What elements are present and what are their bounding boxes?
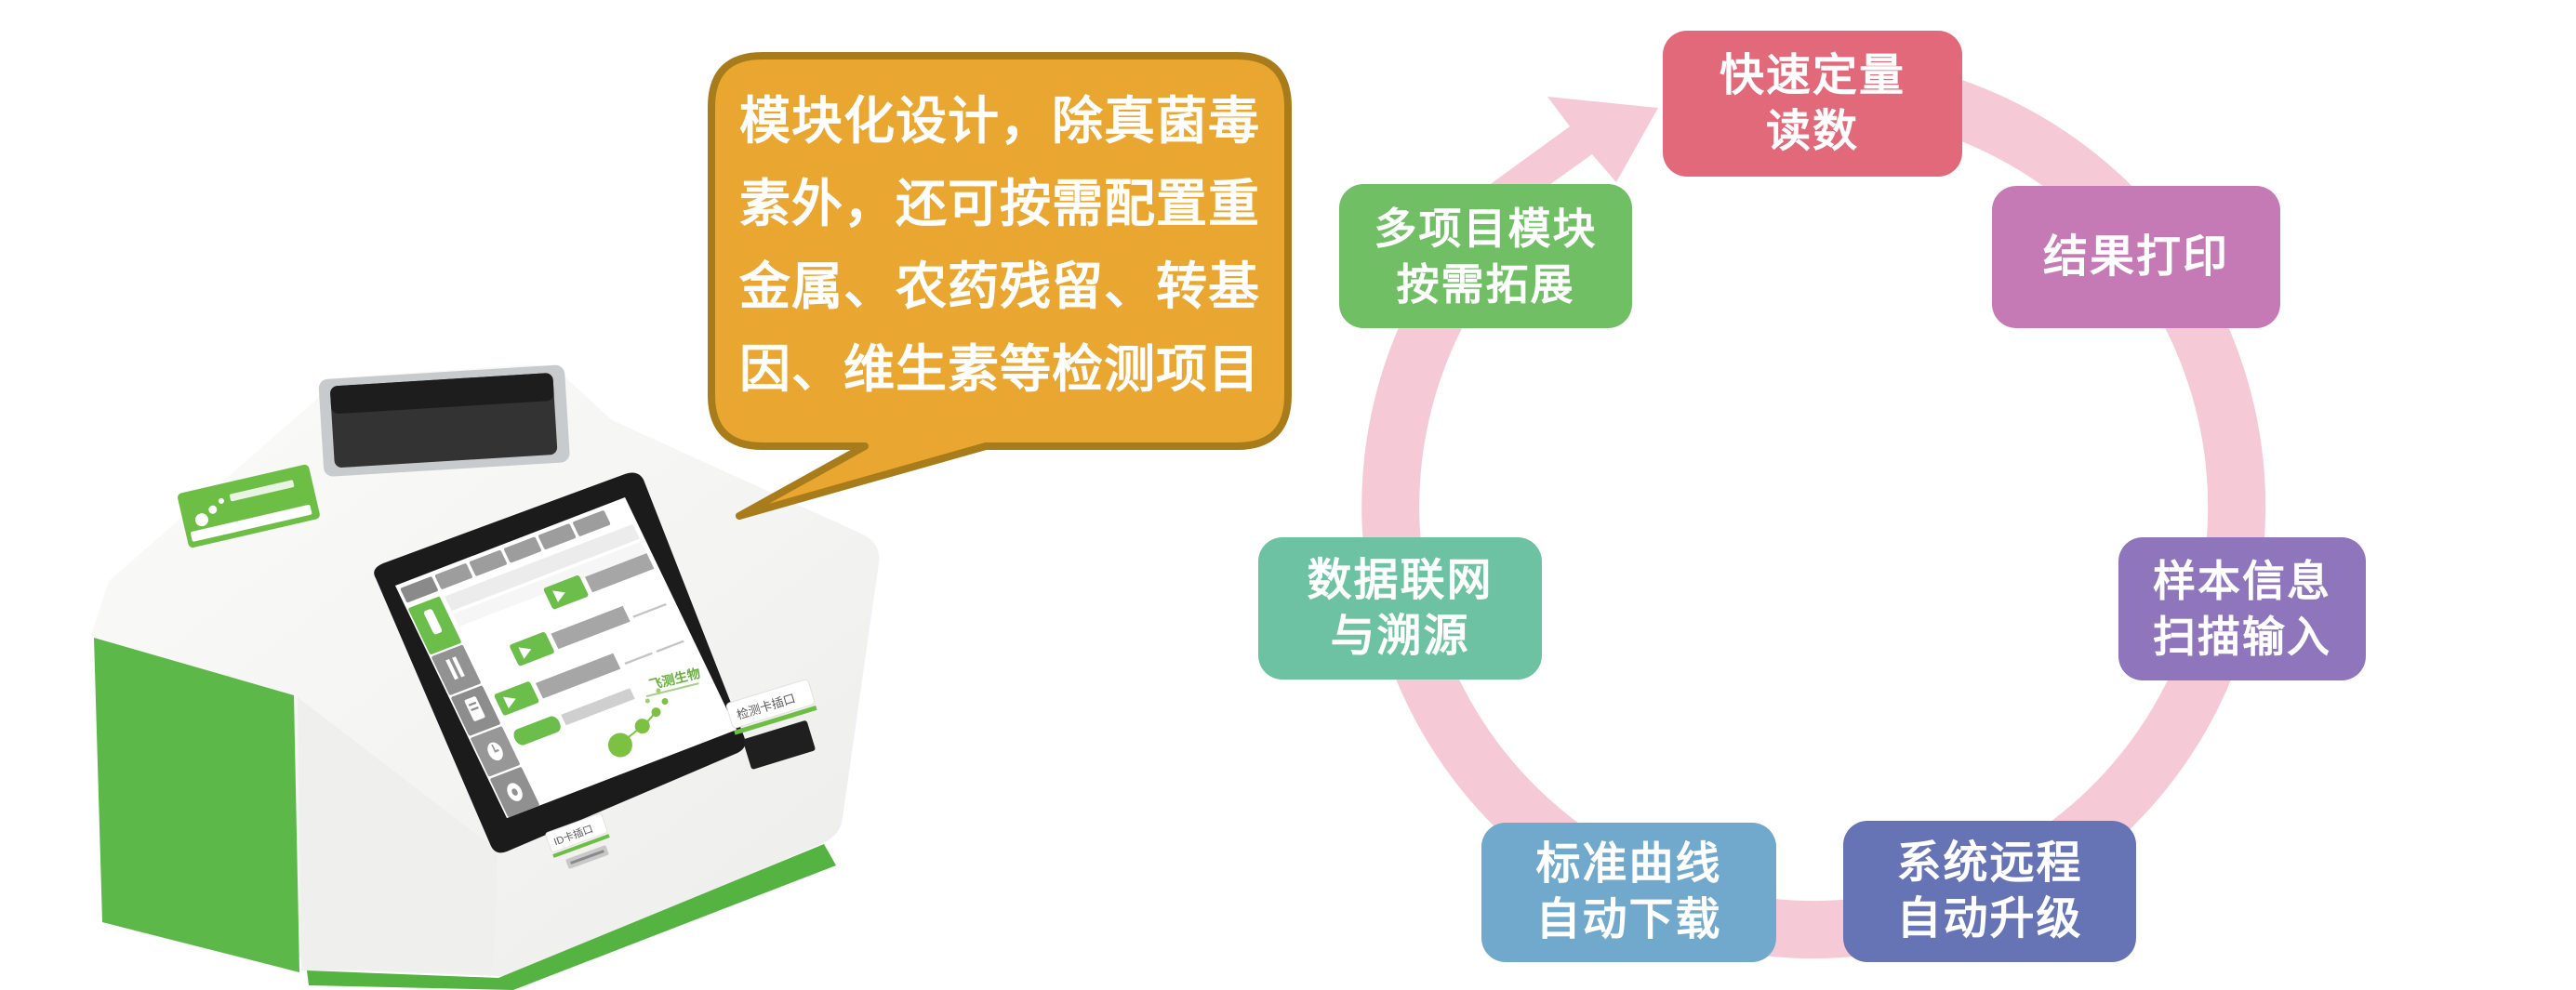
callout-bubble bbox=[711, 56, 1288, 516]
play-icon bbox=[502, 696, 516, 709]
node-label-line: 系统远程 bbox=[1896, 838, 2083, 888]
brand-label bbox=[178, 464, 320, 548]
screen-green-button bbox=[494, 681, 539, 716]
cycle-node-system-remote-auto-upgrade: 系统远程 自动升级 bbox=[1843, 821, 2136, 962]
screen-ui bbox=[395, 496, 737, 819]
sidebar-item bbox=[432, 644, 481, 695]
device-side-panel bbox=[94, 638, 299, 972]
node-label-line: 自动下载 bbox=[1535, 895, 1722, 944]
device-base-strip bbox=[307, 844, 836, 990]
node-label-line: 数据联网 bbox=[1307, 555, 1494, 605]
test-card-slot: 检测卡插口 bbox=[725, 679, 817, 770]
molecule-icon bbox=[194, 513, 208, 527]
play-icon bbox=[518, 647, 532, 659]
screen-tab bbox=[400, 576, 438, 603]
device-front-facet bbox=[298, 697, 498, 971]
printer-slot bbox=[318, 364, 570, 477]
callout-line: 模块化设计，除真菌毒 bbox=[739, 92, 1261, 150]
node-label-line: 多项目模块 bbox=[1374, 204, 1598, 253]
node-label-line: 自动升级 bbox=[1896, 894, 2083, 944]
analyzer-device: 飞测生物 检测卡插口 ID卡插口 bbox=[91, 364, 880, 990]
cycle-node-fast-quantitative-reading: 快速定量 读数 bbox=[1663, 31, 1962, 177]
play-icon bbox=[552, 590, 565, 602]
callout-text: 模块化设计，除真菌毒 素外，还可按需配置重 金属、农药残留、转基 因、维生素等检… bbox=[739, 80, 1266, 442]
callout-line: 金属、农药残留、转基 bbox=[739, 257, 1261, 315]
cycle-node-multi-project-module-expansion: 多项目模块 按需拓展 bbox=[1339, 184, 1632, 328]
test-strip-icon bbox=[423, 609, 443, 635]
screen-green-button bbox=[543, 575, 589, 610]
cycle-node-sample-info-scan-input: 样本信息 扫描输入 bbox=[2118, 537, 2366, 680]
cycle-node-data-networking-traceability: 数据联网 与溯源 bbox=[1258, 537, 1542, 680]
callout-line: 素外，还可按需配置重 bbox=[739, 175, 1261, 232]
callout-bubble-border bbox=[708, 52, 1292, 520]
node-label-line: 读数 bbox=[1765, 106, 1859, 156]
node-label-line: 按需拓展 bbox=[1396, 259, 1575, 309]
screen-pill-button bbox=[513, 716, 561, 746]
node-label-line: 快速定量 bbox=[1719, 50, 1905, 100]
node-label-line: 标准曲线 bbox=[1535, 839, 1722, 889]
node-label-line: 扫描输入 bbox=[2153, 613, 2331, 661]
node-label-line: 结果打印 bbox=[2042, 231, 2229, 282]
screen-green-button bbox=[510, 631, 554, 667]
node-label-line: 与溯源 bbox=[1330, 611, 1470, 661]
node-label-line: 样本信息 bbox=[2153, 557, 2331, 605]
callout-line: 因、维生素等检测项目 bbox=[739, 340, 1261, 398]
cycle-node-standard-curve-auto-download: 标准曲线 自动下载 bbox=[1481, 823, 1776, 962]
cycle-node-result-printing: 结果打印 bbox=[1992, 186, 2280, 328]
